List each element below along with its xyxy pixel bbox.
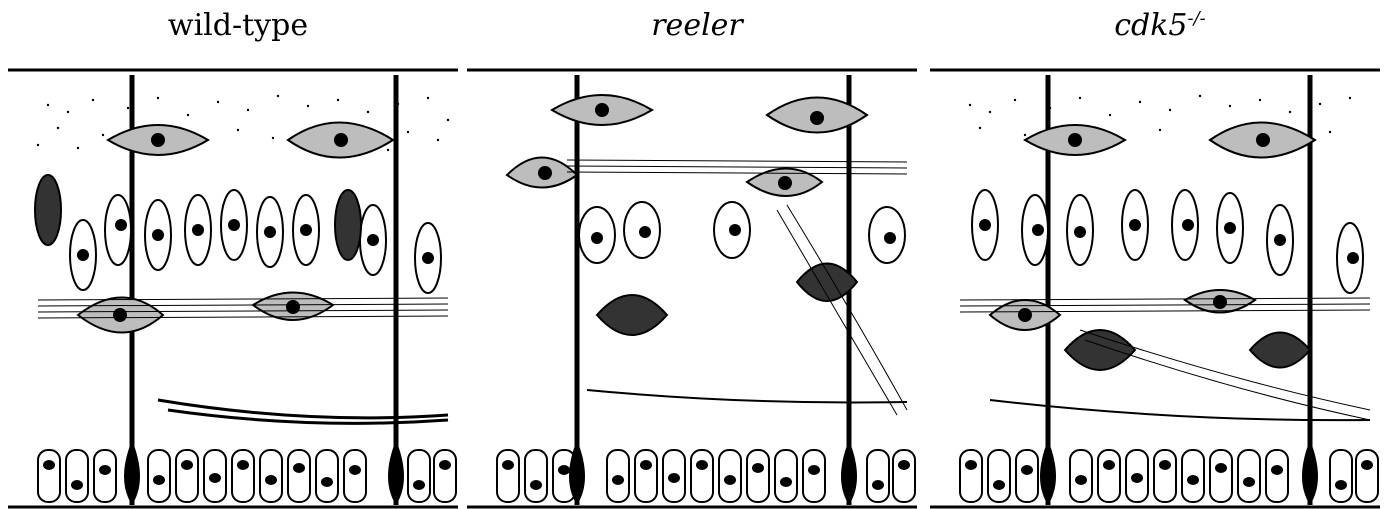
panel-title-text: wild-type <box>168 8 308 43</box>
panel-wild-type: wild-type <box>8 0 468 509</box>
panel-reeler: reeler <box>467 0 927 509</box>
cortex-diagram-reeler <box>467 60 917 509</box>
cortical-plate-neurons <box>70 190 441 293</box>
cortical-plate-neurons <box>972 190 1363 293</box>
grid-neurons <box>597 264 857 336</box>
panel-title-text: reeler <box>651 8 743 43</box>
cajal-retzius-cells <box>108 123 393 158</box>
panel-title-cdk5: cdk5-/- <box>930 8 1390 43</box>
cortex-diagram-cdk5 <box>930 60 1380 509</box>
cortical-plate-neurons <box>579 202 905 263</box>
panel-title-wild-type: wild-type <box>8 8 468 43</box>
panel-cdk5: cdk5-/- <box>930 0 1390 509</box>
panel-title-superscript: -/- <box>1188 8 1206 29</box>
cajal-retzius-cells <box>507 95 867 196</box>
panel-title-text: cdk5 <box>1114 8 1187 43</box>
cortex-diagram-wild-type <box>8 60 458 509</box>
panel-title-reeler: reeler <box>467 8 927 43</box>
fiber-tracts <box>567 160 907 415</box>
